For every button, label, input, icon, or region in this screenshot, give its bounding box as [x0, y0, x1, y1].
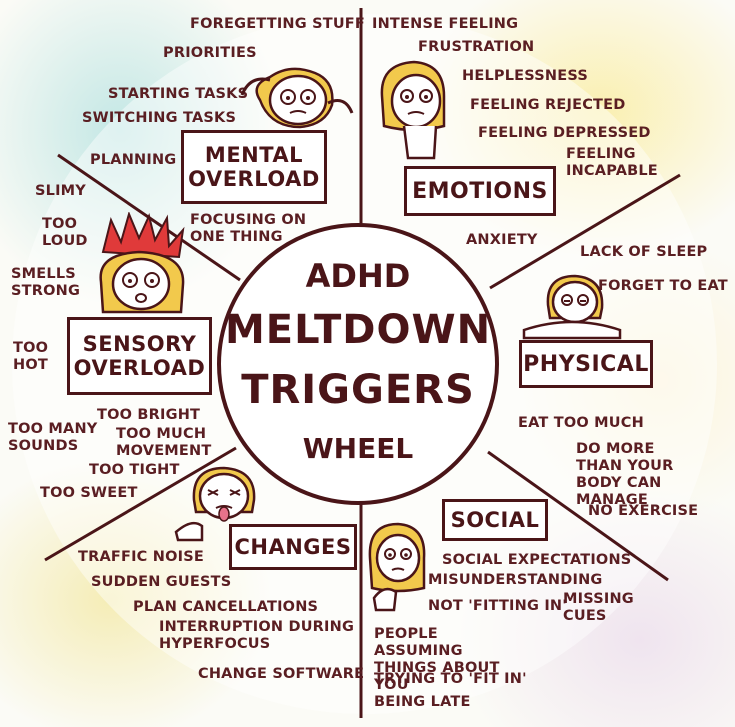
- category-emotions-label: EMOTIONS: [412, 178, 548, 204]
- category-mental-line1: MENTAL: [204, 143, 304, 167]
- emotion-item: FRUSTRATION: [418, 39, 535, 55]
- changes-item: TRAFFIC NOISE: [78, 549, 204, 565]
- sensory-item: TOO LOUD: [42, 216, 88, 249]
- category-sensory-overload: SENSORY OVERLOAD: [67, 317, 212, 395]
- hub-title-line4: WHEEL: [302, 432, 414, 465]
- emotion-item: FEELING INCAPABLE: [566, 146, 658, 179]
- emotion-item: FEELING DEPRESSED: [478, 125, 651, 141]
- social-item: BEING LATE: [374, 694, 471, 710]
- mental-item: STARTING TASKS: [108, 86, 249, 102]
- changes-item: PLAN CANCELLATIONS: [133, 599, 319, 615]
- divider-upper-right: [489, 173, 681, 290]
- category-emotions: EMOTIONS: [404, 166, 556, 216]
- thinking-person-icon: [240, 67, 354, 129]
- mental-item: FOCUSING ON ONE THING: [190, 212, 307, 245]
- changes-item: SUDDEN GUESTS: [91, 574, 232, 590]
- mental-item: PRIORITIES: [163, 45, 257, 61]
- changes-item: CHANGE SOFTWARE: [198, 666, 365, 682]
- category-social-label: SOCIAL: [450, 508, 540, 532]
- social-item: SOCIAL EXPECTATIONS: [442, 552, 632, 568]
- hub-title-line1: ADHD: [305, 257, 411, 295]
- hub-title-line2: MELTDOWN: [224, 307, 492, 353]
- social-item: MISSING CUES: [563, 591, 634, 624]
- mental-item: PLANNING: [90, 152, 177, 168]
- worried-person-icon: [380, 60, 446, 160]
- physical-item: DO MORE THAN YOUR BODY CAN MANAGE: [576, 441, 674, 508]
- disgusted-person-icon: [174, 466, 256, 542]
- tired-person-icon: [522, 274, 622, 340]
- category-physical: PHYSICAL: [519, 340, 653, 388]
- physical-item: NO EXERCISE: [588, 503, 699, 519]
- sensory-item: TOO TIGHT: [89, 462, 180, 478]
- mental-item: SWITCHING TASKS: [82, 110, 237, 126]
- social-item: PEOPLE ASSUMING THINGS ABOUT YOU: [374, 626, 500, 693]
- sensory-item: TOO BRIGHT: [97, 407, 201, 423]
- divider-lower-left: [44, 446, 237, 562]
- physical-item: LACK OF SLEEP: [580, 244, 708, 260]
- category-mental-line2: OVERLOAD: [188, 167, 320, 191]
- shy-person-icon: [368, 522, 426, 612]
- social-item: TRYING TO 'FIT IN': [374, 671, 527, 687]
- category-changes: CHANGES: [229, 524, 357, 570]
- category-sensory-line2: OVERLOAD: [73, 356, 206, 380]
- social-item: MISUNDERSTANDING: [428, 572, 603, 588]
- category-physical-label: PHYSICAL: [523, 351, 649, 377]
- physical-item: EAT TOO MUCH: [518, 415, 644, 431]
- category-changes-label: CHANGES: [234, 535, 352, 559]
- category-mental-overload: MENTAL OVERLOAD: [181, 130, 327, 204]
- sensory-item: TOO HOT: [13, 340, 49, 373]
- category-social: SOCIAL: [442, 499, 548, 541]
- sensory-item: TOO MUCH MOVEMENT: [116, 426, 212, 459]
- changes-item: INTERRUPTION DURING HYPERFOCUS: [159, 619, 355, 652]
- physical-item: FORGET TO EAT: [598, 278, 728, 294]
- mental-item: FOREGETTING STUFF: [190, 16, 366, 32]
- emotion-item: ANXIETY: [466, 232, 538, 248]
- hub-title-line3: TRIGGERS: [241, 367, 475, 413]
- emotion-item: FEELING REJECTED: [470, 97, 626, 113]
- sensory-item: SLIMY: [35, 183, 87, 199]
- hub-circle: ADHD MELTDOWN TRIGGERS WHEEL: [217, 223, 499, 505]
- social-item: NOT 'FITTING IN': [428, 598, 567, 614]
- sensory-item: TOO SWEET: [40, 485, 138, 501]
- category-sensory-line1: SENSORY: [82, 332, 197, 356]
- sensory-item: SMELLS STRONG: [11, 266, 81, 299]
- emotion-item: INTENSE FEELING: [372, 16, 519, 32]
- emotion-item: HELPLESSNESS: [462, 68, 588, 84]
- divider-lower-right: [487, 450, 669, 582]
- angry-person-icon: [99, 212, 185, 314]
- sensory-item: TOO MANY SOUNDS: [8, 421, 98, 454]
